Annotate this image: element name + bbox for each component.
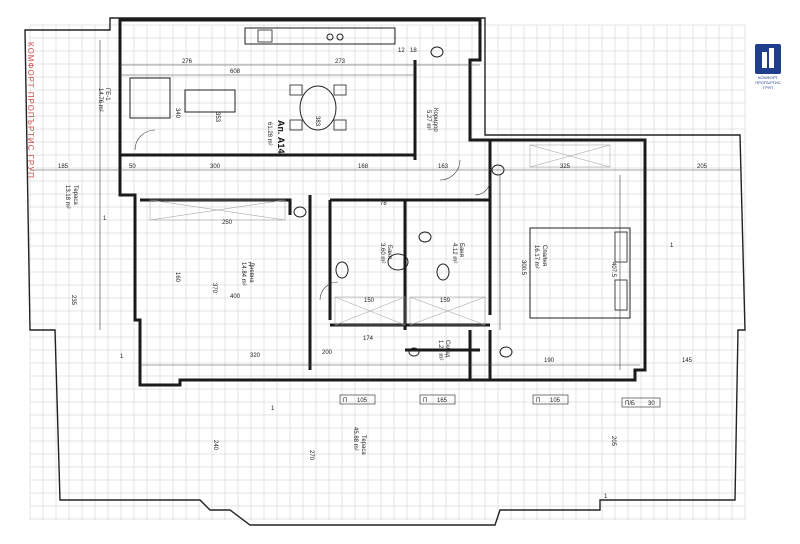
dim-top-2: 273 xyxy=(335,59,346,65)
bedroom-area: 16.17 m² xyxy=(533,245,539,269)
dim-mid-3: 300 xyxy=(210,164,221,170)
top-left-room-area: 14.76 m² xyxy=(97,88,103,112)
bath2-name: Баня xyxy=(458,243,464,257)
dim-top-3: 12 xyxy=(398,48,405,54)
dim-inner-1: 370 xyxy=(211,283,217,294)
building-logo-icon xyxy=(755,44,781,74)
tile-marker: 1 xyxy=(670,243,674,249)
apartment-area: 61.28 m² xyxy=(266,122,272,146)
svg-text:105: 105 xyxy=(357,398,368,404)
svg-text:105: 105 xyxy=(550,398,561,404)
dim-top-1: 608 xyxy=(230,69,241,75)
apartment-label: Ап. А14 xyxy=(276,120,286,153)
living-name: Дневна xyxy=(248,262,254,283)
dim-inner-20: 235 xyxy=(70,295,76,306)
logo-caption: КОМФОРТ ПРОПЪРТИС ГРУП xyxy=(755,75,781,90)
dim-side-5: 160 xyxy=(174,272,180,283)
dim-top-0: 276 xyxy=(182,59,193,65)
terrace-bottom-area: 45.88 m² xyxy=(352,427,358,451)
living-area: 14.84 m² xyxy=(240,262,246,286)
tile-marker: 1 xyxy=(604,494,608,500)
dim-inner-15: 300.5 xyxy=(520,260,526,276)
dim-inner-18: 270 xyxy=(308,450,314,461)
tile-marker: 1 xyxy=(271,406,275,412)
terrace-left-name: Тераса xyxy=(72,185,78,205)
terrace-bottom-name: Тераса xyxy=(360,435,366,455)
corridor-name: Коридор xyxy=(432,108,438,132)
dim-mid-1: 50 xyxy=(129,164,136,170)
bath1-name: Баня xyxy=(386,245,392,259)
dim-inner-19: 205 xyxy=(610,436,616,447)
dim-side-1: 353 xyxy=(214,112,220,123)
bed-icon xyxy=(529,227,631,319)
tag-3: П/Б 30 xyxy=(621,397,661,408)
watermark-text: КОМФОРТ ПРОПЪРТИС ГРУП xyxy=(26,42,35,179)
dim-inner-10: 78 xyxy=(380,201,387,207)
svg-text:165: 165 xyxy=(437,398,448,404)
terrace-left-area: 13.18 m² xyxy=(64,185,70,209)
tile-marker: 1 xyxy=(103,216,107,222)
dim-mid-0: 185 xyxy=(58,164,69,170)
dim-inner-6: 200 xyxy=(322,350,333,356)
dim-top-4: 18 xyxy=(410,48,417,54)
dim-inner-7: 174 xyxy=(363,336,374,342)
dimension-lines xyxy=(30,40,740,370)
tag-1: П 165 xyxy=(419,394,456,405)
corridor-area: 5.27 m² xyxy=(425,110,431,130)
dim-mid-9: 325 xyxy=(560,164,571,170)
closet-name: Склад xyxy=(444,340,450,358)
dim-inner-3: 320 xyxy=(250,353,261,359)
dining-table-icon xyxy=(289,84,347,131)
terrace-outline xyxy=(24,17,746,526)
dim-side-0: 340 xyxy=(174,108,180,119)
sofa-icon xyxy=(129,77,236,119)
tile-marker: 1 xyxy=(120,354,124,360)
bedroom-name: Спалня xyxy=(541,245,547,266)
dim-side-2: 383 xyxy=(314,116,320,127)
tag-0: П 105 xyxy=(339,394,376,405)
bath2-area: 4.12 m² xyxy=(451,243,457,263)
svg-text:30: 30 xyxy=(648,401,655,407)
bath1-area: 3.60 m² xyxy=(379,243,385,263)
apartment-walls xyxy=(118,18,647,387)
top-left-room-name: ГЕ-1 xyxy=(104,88,110,101)
svg-text:П: П xyxy=(343,398,347,404)
dim-inner-5: 145 xyxy=(682,358,693,364)
toilet-icon xyxy=(293,46,513,358)
dim-inner-2: 400 xyxy=(230,294,241,300)
dim-inner-4: 190 xyxy=(544,358,555,364)
terrace-grid xyxy=(29,24,746,520)
dim-mid-5: 168 xyxy=(358,164,369,170)
dim-inner-16: 407.5 xyxy=(610,262,616,278)
closet-area: 1.22 m² xyxy=(437,340,443,360)
dim-inner-0: 250 xyxy=(222,220,233,226)
kitchen-counter-icon xyxy=(244,27,396,45)
company-logo: КОМФОРТ ПРОПЪРТИС ГРУП xyxy=(755,44,781,90)
bath-tiles xyxy=(149,144,611,326)
door-swings xyxy=(134,129,491,301)
dim-inner-8: 150 xyxy=(364,298,375,304)
svg-text:П: П xyxy=(423,398,427,404)
tag-2: П 105 xyxy=(532,394,569,405)
svg-text:П: П xyxy=(536,398,540,404)
svg-text:П/Б: П/Б xyxy=(625,401,635,407)
dim-mid-7: 163 xyxy=(438,164,449,170)
dim-inner-9: 159 xyxy=(440,298,451,304)
dim-mid-10: 205 xyxy=(697,164,708,170)
dim-inner-17: 240 xyxy=(212,440,218,451)
